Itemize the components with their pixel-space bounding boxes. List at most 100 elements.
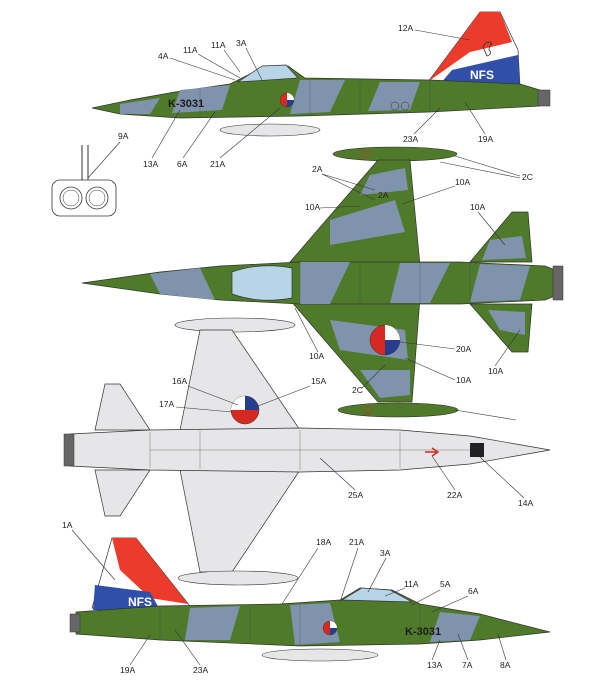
callout-leader [319, 457, 356, 491]
tail-nfs-text: NFS [470, 68, 494, 82]
callout-label: 13A [427, 660, 442, 670]
callout-leader [294, 307, 319, 353]
callout-leader [223, 49, 241, 73]
callout-label: 3A [236, 38, 247, 48]
callout-label: 11A [183, 45, 198, 55]
exhaust-nozzles-underside [63, 433, 75, 467]
callout-label: 10A [470, 202, 485, 212]
callout-label: 7A [462, 660, 473, 670]
callout-label: 21A [349, 537, 364, 547]
callout-leader [169, 57, 236, 81]
callout-leader [439, 155, 521, 179]
callout-label: 20A [456, 344, 471, 354]
intake-marking [400, 101, 410, 111]
callout-label: 10A [305, 202, 320, 212]
callout-leader [431, 595, 469, 613]
wing-underside-lower [179, 469, 301, 573]
callout-leader [404, 357, 456, 381]
panel-line [149, 430, 470, 470]
radome-dark-panel [470, 443, 484, 457]
roundel-blue-segment [330, 628, 337, 635]
registration-marking: K-3031 [405, 626, 441, 638]
exhaust-nozzle [537, 89, 551, 107]
wing-tip-tank-underside-lower [177, 570, 299, 586]
callout-leader [321, 173, 376, 201]
stabilizer-underside-upper [94, 383, 151, 431]
callout-label: 1A [62, 520, 73, 530]
callout-label: 4A [158, 51, 169, 61]
callout-leader [339, 547, 359, 603]
camo-grey-patch [330, 200, 405, 245]
callout-leader [411, 589, 441, 606]
exhaust-nozzles-plan [552, 265, 564, 301]
tail-nfs-text: NFS [128, 595, 152, 609]
callout-leader [367, 557, 387, 593]
callout-leader [479, 456, 525, 499]
tank-marking [360, 149, 370, 159]
tank-marking [363, 405, 373, 415]
callout-leader [71, 529, 116, 581]
callout-leader [497, 633, 507, 661]
callout-label: 6A [468, 586, 479, 596]
callout-label: 23A [193, 665, 208, 675]
roundel-blue-segment [287, 100, 294, 107]
roundel-white-segment [287, 93, 294, 100]
callout-leader [431, 639, 441, 661]
panel-line [159, 604, 421, 646]
callout-label: 2C [352, 385, 363, 395]
callout-leader [87, 141, 121, 179]
callout-leader [319, 205, 361, 209]
callout-label: 11A [404, 579, 419, 589]
tail-fin-blue [93, 585, 160, 610]
callout-label: 8A [500, 660, 511, 670]
underside-view: 16A 15A 17A 25A 22A 14A [63, 317, 551, 586]
callout-label: 14A [518, 498, 533, 508]
callout-leader [464, 101, 486, 135]
wing-tip-tank-lower [337, 402, 459, 418]
registration-marking: K-3031 [168, 98, 204, 110]
panel-line [199, 80, 431, 117]
roundel-white-segment [231, 396, 245, 410]
callout-label: 6A [177, 159, 188, 169]
callout-label: 12A [398, 23, 413, 33]
canopy [236, 64, 299, 83]
wing-tip-tank-right [261, 648, 379, 662]
callout-leader [431, 455, 456, 491]
callout-leader [454, 409, 517, 421]
canopy-plan [231, 265, 293, 301]
callout-label: 15A [311, 376, 326, 386]
wing-tip-tank-upper [332, 146, 458, 162]
callout-leader [281, 547, 319, 605]
wing-tip-tank [219, 123, 321, 137]
callout-label: 18A [316, 537, 331, 547]
roundel-white-segment [330, 621, 337, 628]
exhaust-nozzle-right [69, 613, 81, 633]
callout-label: 13A [143, 159, 158, 169]
camo-grey-patch [360, 370, 410, 398]
callout-leader [151, 109, 181, 159]
camo-grey-patch [120, 98, 160, 114]
tail-fin-red [112, 538, 188, 604]
callout-label: 19A [120, 665, 135, 675]
callout-leader [361, 364, 386, 389]
callout-label: 2A [378, 190, 389, 200]
callout-label: 22A [447, 490, 462, 500]
roundel-blue-segment [245, 396, 259, 410]
callout-label: 2C [522, 172, 533, 182]
callout-label: 9A [118, 131, 129, 141]
plan-view: 2A 10A 2C 10A 10A 10A 20A 10A 10A 2A 2C [81, 146, 564, 421]
callout-label: 10A [456, 375, 471, 385]
callout-label: 17A [159, 399, 174, 409]
callout-label: 2A [312, 164, 323, 174]
roundel-white-segment [385, 325, 400, 340]
callout-label: 10A [488, 366, 503, 376]
stabilizer-underside-lower [94, 469, 151, 517]
panel-line [299, 262, 471, 304]
callout-leader [399, 341, 456, 350]
callout-label: 21A [210, 159, 225, 169]
callout-label: 5A [440, 579, 451, 589]
callout-leader [477, 211, 506, 246]
camo-grey-patch [290, 80, 345, 114]
left-profile-view: NFS K-3031 12A 4A 11A 11A 3A [51, 11, 551, 217]
wing-tip-tank-underside-upper [174, 317, 296, 333]
